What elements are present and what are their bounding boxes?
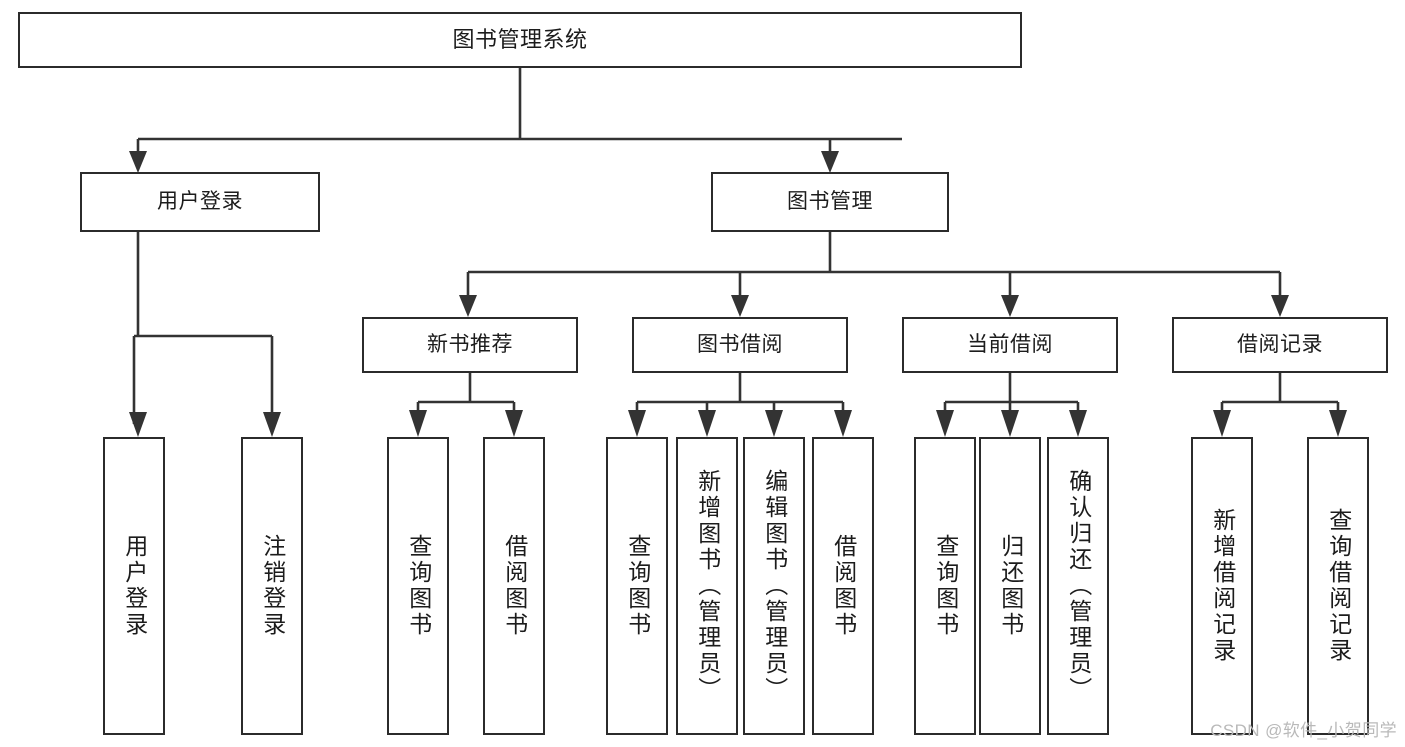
leaf-logout-label: 注销登录 bbox=[259, 534, 286, 638]
leaf-bookborrow-borrow-book[interactable]: 借阅图书 bbox=[812, 437, 874, 735]
leaf-logout[interactable]: 注销登录 bbox=[241, 437, 303, 735]
leaf-newbook-borrow-book-label: 借阅图书 bbox=[501, 534, 528, 638]
node-book-manage-label: 图书管理 bbox=[787, 189, 873, 213]
leaf-bookborrow-edit-book-label: 编辑图书（管理员） bbox=[761, 469, 788, 703]
node-book-manage[interactable]: 图书管理 bbox=[711, 172, 949, 232]
arrowhead bbox=[731, 295, 749, 317]
arrowhead bbox=[698, 410, 716, 437]
leaf-borrowrecord-add-record[interactable]: 新增借阅记录 bbox=[1191, 437, 1253, 735]
leaf-currentborrow-confirm-return-label: 确认归还（管理员） bbox=[1065, 469, 1092, 703]
arrowhead bbox=[1001, 410, 1019, 437]
arrowhead bbox=[1329, 410, 1347, 437]
arrowhead bbox=[765, 410, 783, 437]
node-new-book-recommend-label: 新书推荐 bbox=[427, 332, 513, 356]
arrowhead bbox=[834, 410, 852, 437]
leaf-user-login[interactable]: 用户登录 bbox=[103, 437, 165, 735]
arrowhead bbox=[505, 410, 523, 437]
leaf-currentborrow-query-book[interactable]: 查询图书 bbox=[914, 437, 976, 735]
arrowhead bbox=[1001, 295, 1019, 317]
leaf-newbook-query-book-label: 查询图书 bbox=[405, 534, 432, 638]
node-new-book-recommend[interactable]: 新书推荐 bbox=[362, 317, 578, 373]
arrowhead bbox=[263, 412, 281, 437]
leaf-bookborrow-query-book[interactable]: 查询图书 bbox=[606, 437, 668, 735]
node-current-borrow-label: 当前借阅 bbox=[967, 332, 1053, 356]
arrowhead bbox=[1069, 410, 1087, 437]
leaf-bookborrow-add-book-label: 新增图书（管理员） bbox=[694, 469, 721, 703]
leaf-bookborrow-borrow-book-label: 借阅图书 bbox=[830, 534, 857, 638]
arrowhead bbox=[821, 151, 839, 173]
node-book-borrow-label: 图书借阅 bbox=[697, 332, 783, 356]
node-root[interactable]: 图书管理系统 bbox=[18, 12, 1022, 68]
arrowhead bbox=[409, 410, 427, 437]
leaf-newbook-borrow-book[interactable]: 借阅图书 bbox=[483, 437, 545, 735]
leaf-newbook-query-book[interactable]: 查询图书 bbox=[387, 437, 449, 735]
arrowhead bbox=[459, 295, 477, 317]
arrowheads bbox=[129, 151, 1347, 437]
leaf-currentborrow-confirm-return[interactable]: 确认归还（管理员） bbox=[1047, 437, 1109, 735]
leaf-bookborrow-edit-book[interactable]: 编辑图书（管理员） bbox=[743, 437, 805, 735]
node-borrow-record[interactable]: 借阅记录 bbox=[1172, 317, 1388, 373]
leaf-currentborrow-return-book[interactable]: 归还图书 bbox=[979, 437, 1041, 735]
arrowhead bbox=[129, 151, 147, 173]
leaf-borrowrecord-query-record[interactable]: 查询借阅记录 bbox=[1307, 437, 1369, 735]
node-root-label: 图书管理系统 bbox=[452, 27, 588, 53]
leaf-bookborrow-query-book-label: 查询图书 bbox=[624, 534, 651, 638]
node-user-login[interactable]: 用户登录 bbox=[80, 172, 320, 232]
leaf-currentborrow-return-book-label: 归还图书 bbox=[997, 534, 1024, 638]
node-book-borrow[interactable]: 图书借阅 bbox=[632, 317, 848, 373]
leaf-bookborrow-add-book[interactable]: 新增图书（管理员） bbox=[676, 437, 738, 735]
leaf-currentborrow-query-book-label: 查询图书 bbox=[932, 534, 959, 638]
node-current-borrow[interactable]: 当前借阅 bbox=[902, 317, 1118, 373]
leaf-user-login-label: 用户登录 bbox=[121, 534, 148, 638]
leaf-borrowrecord-add-record-label: 新增借阅记录 bbox=[1209, 508, 1236, 664]
arrowhead bbox=[936, 410, 954, 437]
arrowhead bbox=[1213, 410, 1231, 437]
arrowhead bbox=[129, 412, 147, 437]
node-user-login-label: 用户登录 bbox=[157, 189, 243, 213]
leaf-borrowrecord-query-record-label: 查询借阅记录 bbox=[1325, 508, 1352, 664]
arrowhead bbox=[1271, 295, 1289, 317]
node-borrow-record-label: 借阅记录 bbox=[1237, 332, 1323, 356]
arrowhead bbox=[628, 410, 646, 437]
